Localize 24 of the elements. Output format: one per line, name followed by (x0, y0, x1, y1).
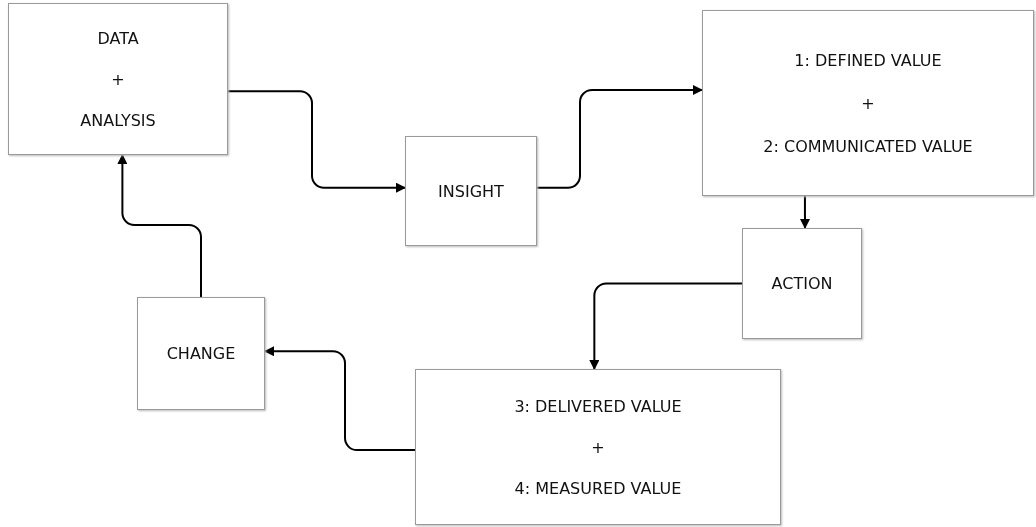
arrow (800, 195, 810, 229)
process-box (742, 228, 862, 339)
arrow (117, 154, 202, 298)
process-box (405, 136, 537, 246)
box-text: INSIGHT (438, 181, 504, 201)
box-text: + (111, 69, 125, 89)
box-text: 3: DELIVERED VALUE (514, 396, 682, 416)
process-box (8, 3, 228, 155)
box-text: 4: MEASURED VALUE (514, 478, 682, 498)
box-text: ACTION (771, 274, 833, 293)
box-text: + (591, 437, 605, 457)
box-text: CHANGE (166, 344, 236, 363)
arrow (589, 282, 743, 370)
box-text: 1: DEFINED VALUE (794, 50, 942, 70)
arrow (536, 85, 703, 189)
process-box (137, 297, 265, 410)
process-box (415, 369, 781, 525)
box-text: 2: COMMUNICATED VALUE (763, 136, 973, 156)
arrow (227, 90, 406, 193)
arrow (264, 346, 416, 452)
box-text: + (861, 93, 875, 113)
process-box (702, 10, 1034, 196)
box-text: ANALYSIS (80, 110, 156, 130)
box-text: DATA (97, 28, 139, 48)
